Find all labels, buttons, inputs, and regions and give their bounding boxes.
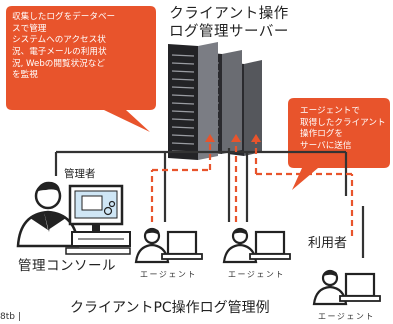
- users-label: 利用者: [308, 236, 348, 251]
- client-user-2-icon: [222, 227, 291, 264]
- bubble-left-line: スで管理: [12, 23, 47, 34]
- client-user-1-icon: [134, 227, 203, 264]
- arrow-heads: [205, 134, 261, 142]
- admin-console-label: 管理コンソール: [18, 258, 116, 274]
- bubble-left-line: システムへのアクセス状: [12, 35, 106, 46]
- server-rack-icon: [168, 42, 262, 160]
- bubble-right-line: サーバに送信: [300, 141, 352, 152]
- bubble-right-line: 取得したクライアント: [300, 117, 386, 128]
- admin-person-icon: [16, 181, 80, 248]
- upload-arrows: [150, 140, 354, 236]
- server-title-line-2: ログ管理サーバー: [169, 24, 289, 41]
- bubble-left-line: 収集したログをデータベー: [12, 12, 116, 22]
- server-title: クライアント操作 ログ管理サーバー: [154, 5, 304, 41]
- bubble-left-line: 況, Webの閲覧状況など: [12, 58, 105, 69]
- client-user-3-icon: [312, 269, 381, 306]
- bubble-left-line: を監視: [12, 70, 38, 81]
- admin-role-label: 管理者: [64, 168, 96, 180]
- admin-computer-icon: [65, 184, 131, 255]
- server-unit-front: [168, 42, 218, 160]
- bubble-right-text: エージェントで 取得したクライアント 操作ログを サーバに送信: [300, 106, 386, 153]
- bubble-left-line: 況、電子メールの利用状: [12, 47, 107, 58]
- network-lines: [54, 148, 365, 258]
- server-title-line-1: クライアント操作: [169, 6, 289, 22]
- diagram-caption: クライアントPC操作ログ管理例: [70, 300, 270, 316]
- agent-label-1: エージェント: [140, 270, 197, 279]
- bubble-right-line: エージェントで: [300, 106, 360, 116]
- agent-label-3: エージェント: [318, 312, 375, 321]
- bubble-left: [6, 6, 156, 132]
- agent-label-2: エージェント: [228, 270, 285, 279]
- bubble-right-line: 操作ログを: [300, 129, 343, 140]
- bubble-left-text: 収集したログをデータベー スで管理 システムへのアクセス状 況、電子メールの利用…: [12, 12, 115, 82]
- footer-cut-text: 8tb |: [0, 312, 21, 322]
- bubble-right: [288, 98, 390, 190]
